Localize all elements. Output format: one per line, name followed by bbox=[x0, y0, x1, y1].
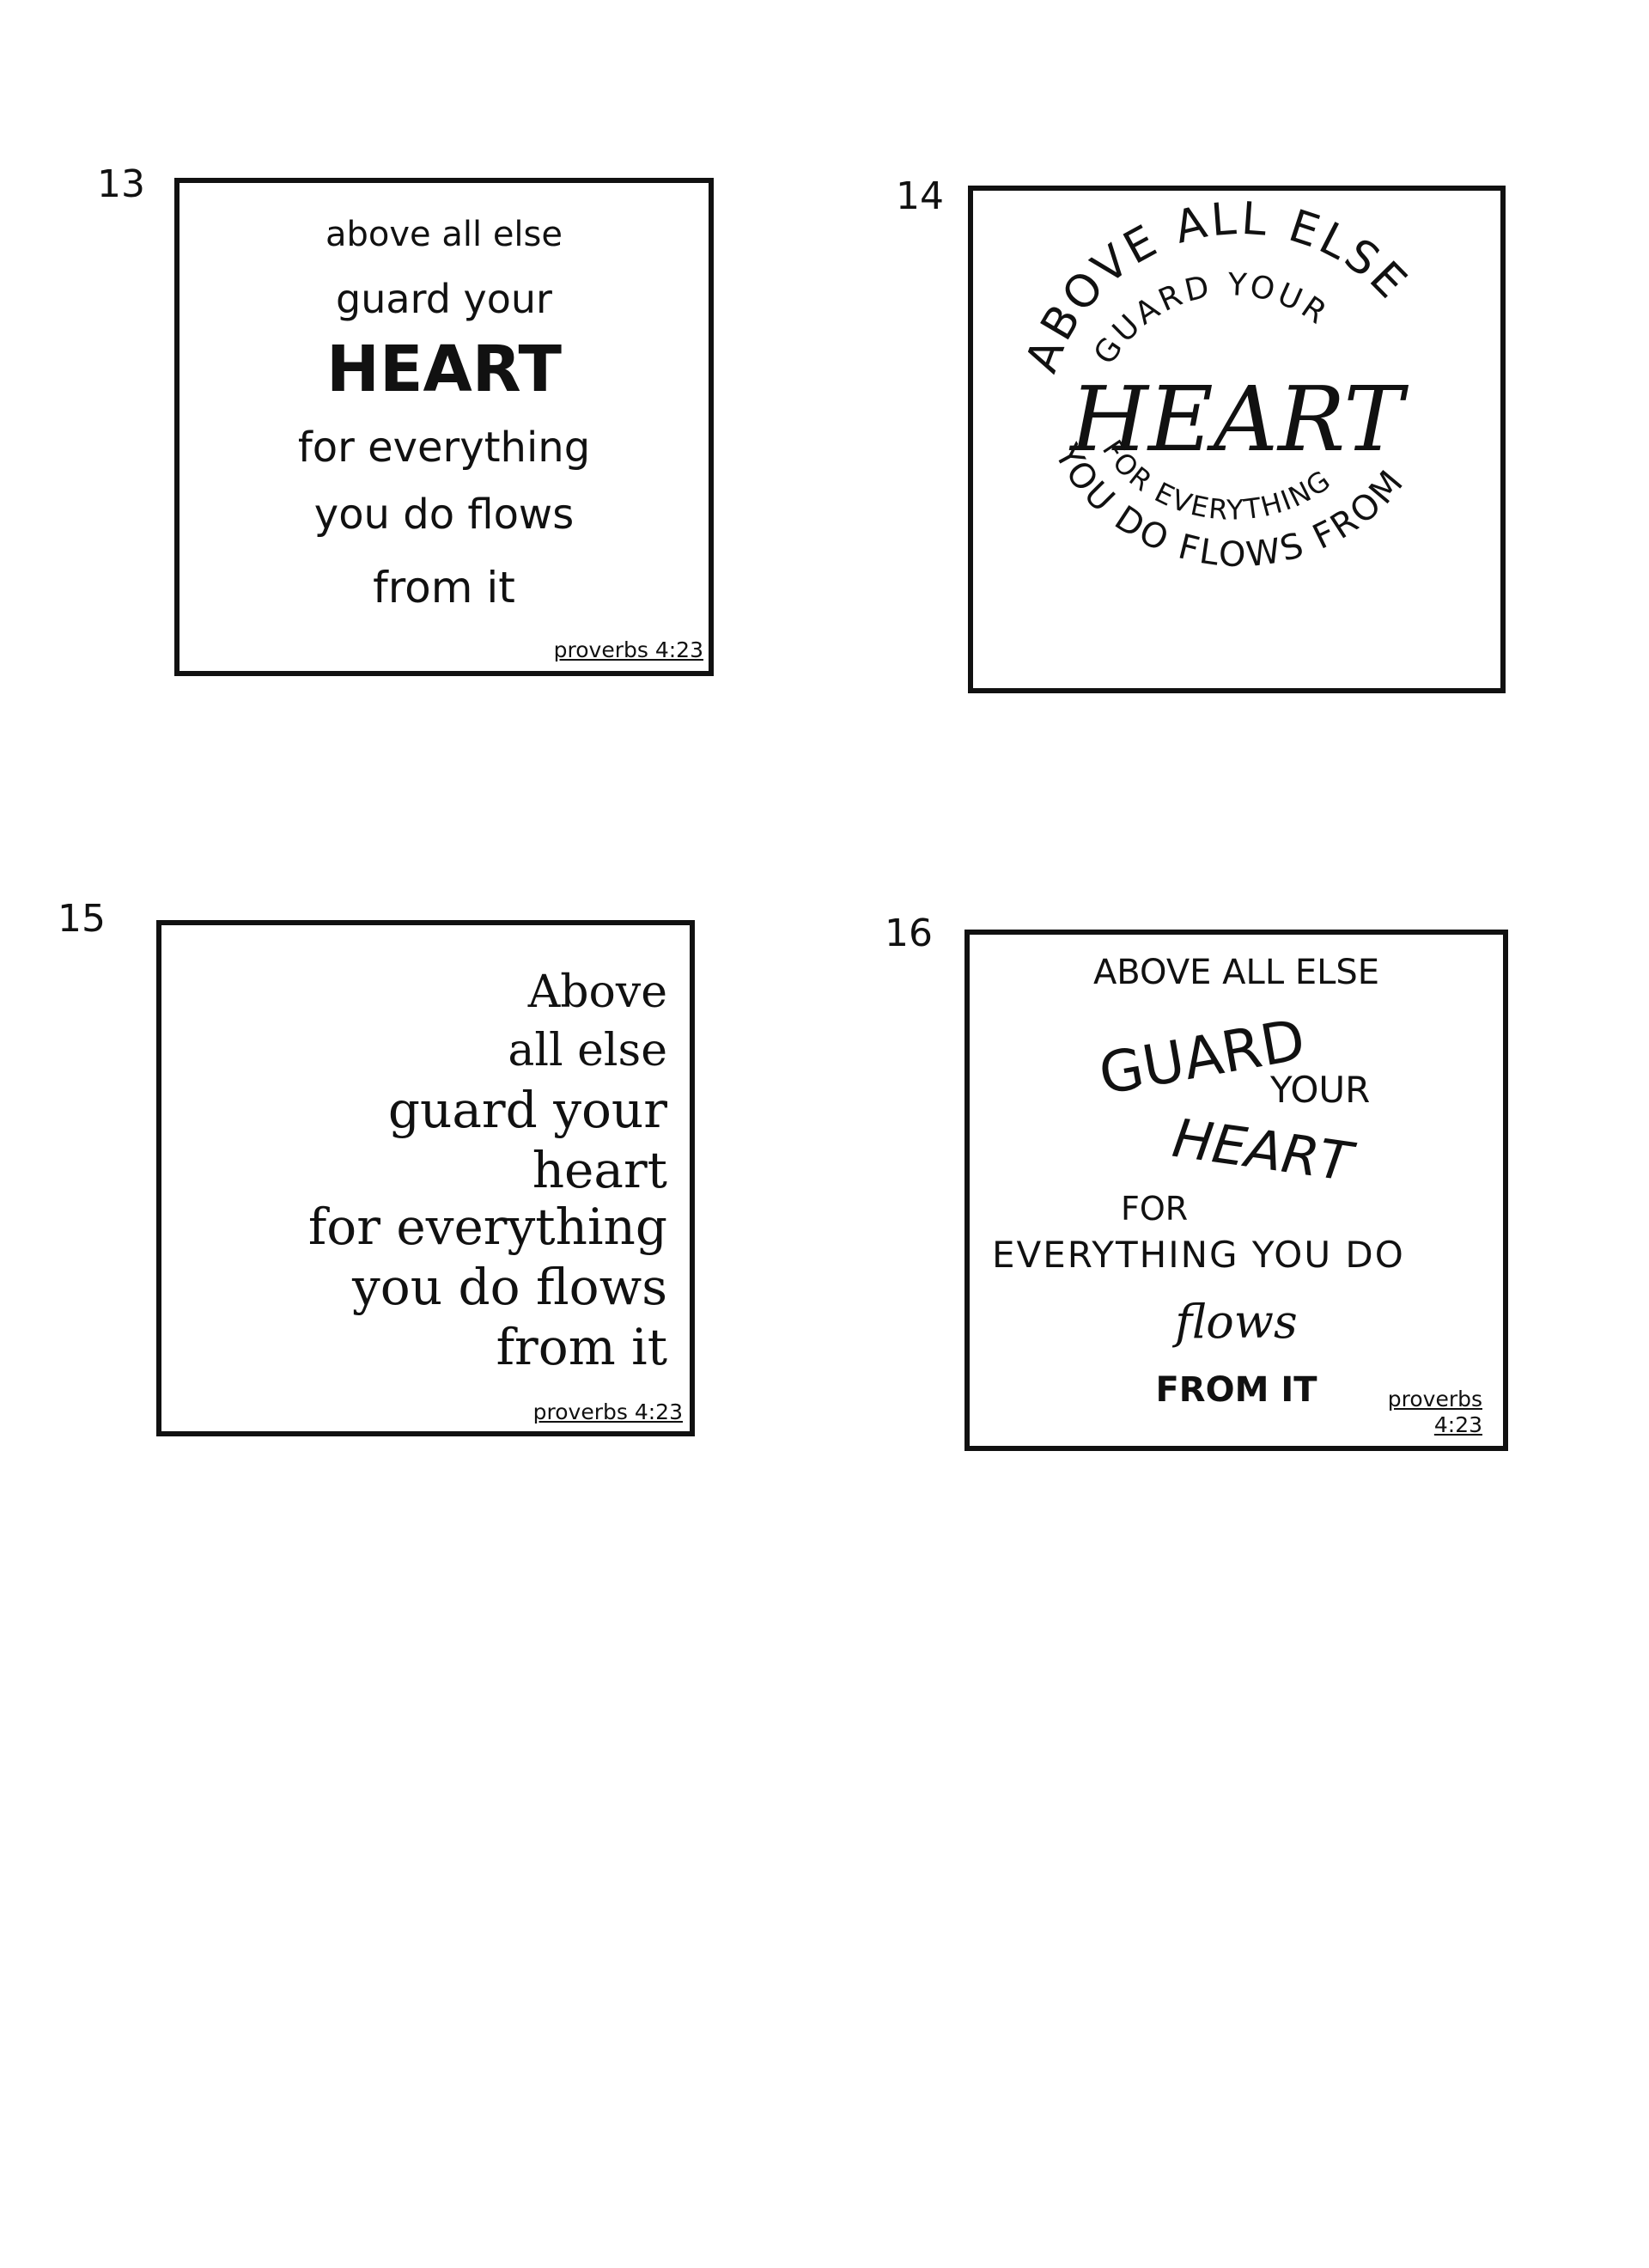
card-16-reference-line-2: 4:23 bbox=[1433, 1412, 1482, 1437]
card-16-line-3: YOUR bbox=[1270, 1069, 1371, 1111]
verse-card-15: Above all else guard your heart for ever… bbox=[156, 920, 695, 1436]
card-15-line-5: for everything bbox=[307, 1198, 667, 1256]
card-16-line-1: ABOVE ALL ELSE bbox=[1092, 953, 1380, 992]
card-number-15: 15 bbox=[58, 897, 106, 941]
card-15-line-4: heart bbox=[532, 1141, 667, 1199]
verse-card-13: above all else guard your HEART for ever… bbox=[174, 178, 714, 676]
card-16-line-4: HEART bbox=[1169, 1106, 1356, 1194]
heart-center-text: HEART bbox=[1068, 367, 1409, 472]
card-13-line-1: above all else bbox=[326, 215, 563, 254]
card-15-line-7: from it bbox=[496, 1318, 667, 1376]
card-13-line-6: from it bbox=[373, 563, 515, 613]
card-16-line-5: FOR bbox=[1121, 1190, 1189, 1228]
verse-card-14: ABOVE ALL ELSE GUARD YOUR HEART FOR EVER… bbox=[968, 186, 1506, 693]
card-number-14: 14 bbox=[896, 174, 944, 218]
card-15-line-6: you do flows bbox=[352, 1258, 667, 1316]
card-number-13: 13 bbox=[97, 162, 145, 206]
card-16-line-7: flows bbox=[1175, 1295, 1298, 1349]
card-16-line-6: EVERYTHING YOU DO bbox=[992, 1234, 1405, 1276]
card-13-line-2: guard your bbox=[336, 276, 552, 322]
card-13-line-5: you do flows bbox=[313, 491, 575, 539]
card-13-line-3: HEART bbox=[326, 332, 562, 406]
card-13-reference: proverbs 4:23 bbox=[553, 637, 703, 662]
card-15-line-3: guard your bbox=[387, 1081, 667, 1139]
card-15-line-1: Above bbox=[527, 966, 667, 1018]
circular-lettering: ABOVE ALL ELSE GUARD YOUR HEART FOR EVER… bbox=[973, 191, 1418, 575]
verse-card-16: ABOVE ALL ELSE GUARD YOUR HEART FOR EVER… bbox=[964, 930, 1508, 1451]
card-15-reference: proverbs 4:23 bbox=[532, 1399, 683, 1424]
card-number-16: 16 bbox=[885, 911, 933, 955]
card-16-line-8: FROM IT bbox=[1155, 1370, 1317, 1410]
card-16-reference-line-1: proverbs bbox=[1387, 1387, 1482, 1411]
card-15-line-2: all else bbox=[508, 1025, 667, 1076]
card-13-line-4: for everything bbox=[297, 424, 591, 472]
